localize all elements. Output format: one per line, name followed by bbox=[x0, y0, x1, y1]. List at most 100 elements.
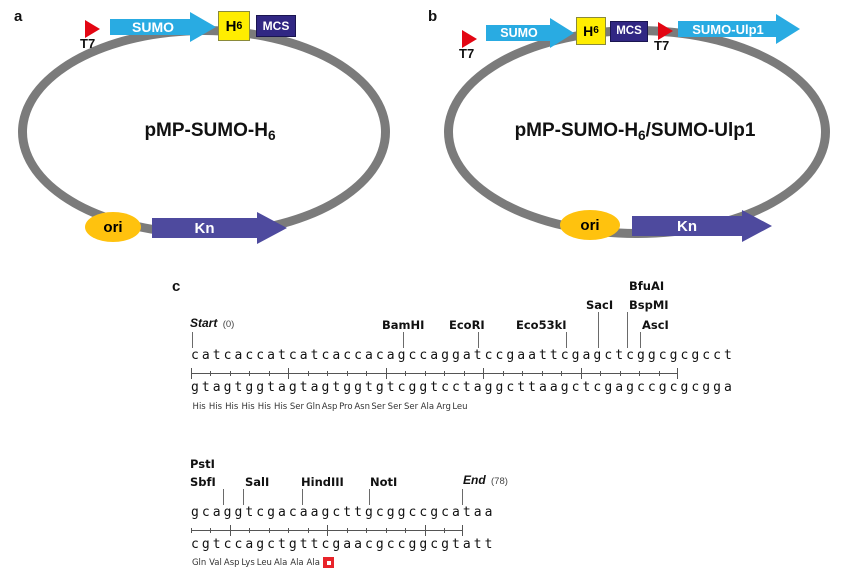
amino-acid: His bbox=[208, 402, 223, 412]
ruler-tick-minor bbox=[600, 371, 601, 376]
ruler-tick-minor bbox=[425, 371, 426, 376]
ori-ellipse-a: ori bbox=[85, 212, 141, 242]
t7-label-b-2: T7 bbox=[654, 38, 670, 53]
amino-acid: Val bbox=[209, 558, 222, 568]
amino-acid: Lys bbox=[241, 558, 255, 568]
kn-arrow-label-b: Kn bbox=[677, 217, 697, 235]
h6-letter-a: H bbox=[225, 17, 237, 35]
enzyme-tick-eco53ki bbox=[566, 332, 567, 348]
enzyme-label-sali: SalI bbox=[245, 475, 270, 489]
ruler-tick-minor bbox=[269, 528, 270, 533]
ruler-tick-major bbox=[191, 368, 192, 379]
amino-acid: Asn bbox=[354, 402, 370, 412]
ruler-tick-minor bbox=[503, 371, 504, 376]
kn-arrow-shape-a bbox=[152, 212, 287, 244]
sumo-ulp1-arrow-shape-b bbox=[678, 14, 800, 44]
start-marker-text: Start bbox=[190, 316, 218, 330]
start-marker-position: (0) bbox=[222, 319, 235, 330]
amino-acid: Leu bbox=[452, 402, 468, 412]
enzyme-label-bspmi: BspMI bbox=[629, 298, 669, 312]
ruler-tick-minor bbox=[405, 528, 406, 533]
plasmid-name-b: pMP-SUMO-H6/SUMO-Ulp1 bbox=[465, 120, 805, 143]
amino-acid: His bbox=[225, 402, 239, 412]
t7-label-b-1: T7 bbox=[459, 46, 475, 61]
enzyme-label-asci: AscI bbox=[642, 318, 669, 332]
start-marker-label: Start (0) bbox=[190, 316, 235, 330]
t7-promoter-arrow-b-2 bbox=[658, 22, 673, 40]
plasmid-name-a: pMP-SUMO-H6 bbox=[110, 120, 310, 143]
ruler-tick-minor bbox=[308, 371, 309, 376]
sequence-block-1: Start (0) BamHI EcoRI Eco53kI SacI BfuAI… bbox=[190, 276, 732, 426]
end-marker-position: (78) bbox=[491, 476, 508, 487]
top-strand-block1: catcaccatcatcaccacagccaggatccgaattcgagct… bbox=[191, 348, 735, 363]
ruler-tick-minor bbox=[288, 528, 289, 533]
kn-marker-arrow-b: Kn bbox=[632, 210, 772, 242]
h6-subscript-b: 6 bbox=[593, 24, 599, 36]
enzyme-tick-saci bbox=[598, 312, 599, 348]
amino-acid: Leu bbox=[256, 558, 272, 568]
amino-acid: Pro bbox=[339, 402, 353, 412]
enzyme-label-bfuai: BfuAI bbox=[629, 279, 665, 293]
plasmid-name-a-pre: pMP-SUMO-H bbox=[144, 120, 268, 141]
ruler-tick-major bbox=[386, 368, 387, 379]
sequence-block-2: PstI SbfI SalI HindIII NotI End (78) gca… bbox=[190, 452, 610, 582]
t7-promoter-arrow-b-1 bbox=[462, 30, 477, 48]
amino-acid: Ala bbox=[273, 558, 288, 568]
ruler-tick-minor bbox=[327, 371, 328, 376]
sumo-arrow-label-a: SUMO bbox=[132, 19, 174, 35]
top-strand-block2: gcaggtcgacaagcttgcggccgcataa bbox=[191, 505, 496, 520]
ruler-tick-minor bbox=[366, 528, 367, 533]
enzyme-label-ecori: EcoRI bbox=[449, 318, 485, 332]
mcs-box-b: MCS bbox=[610, 21, 648, 42]
amino-acid: Asp bbox=[321, 402, 338, 412]
ruler-tick-major bbox=[483, 368, 484, 379]
amino-acid: Arg bbox=[436, 402, 451, 412]
ruler-line-block1 bbox=[191, 373, 677, 374]
sumo-gene-arrow-b: SUMO bbox=[486, 18, 574, 48]
amino-acid: His bbox=[274, 402, 288, 412]
sumo-arrow-shape-a bbox=[110, 12, 216, 42]
stop-codon-marker bbox=[323, 557, 335, 568]
ori-ellipse-b: ori bbox=[560, 210, 620, 240]
amino-acid: Gln bbox=[306, 402, 321, 412]
plasmid-name-a-sub: 6 bbox=[267, 127, 276, 143]
enzyme-label-hindiii: HindIII bbox=[301, 475, 344, 489]
enzyme-tick-psti-sbfi bbox=[223, 489, 224, 505]
ruler-tick-minor bbox=[191, 528, 192, 533]
amino-acid: Asp bbox=[223, 558, 240, 568]
enzyme-label-sbfi: SbfI bbox=[190, 475, 216, 489]
ruler-tick-minor bbox=[308, 528, 309, 533]
panel-letter-c: c bbox=[172, 278, 181, 295]
ruler-tick-major bbox=[581, 368, 582, 379]
end-marker-tick bbox=[462, 489, 463, 505]
amino-acid: Ser bbox=[289, 402, 304, 412]
ruler-tick-minor bbox=[210, 371, 211, 376]
amino-acid: Ala bbox=[420, 402, 435, 412]
kn-arrow-shape-b bbox=[632, 210, 772, 242]
ruler-tick-minor bbox=[542, 371, 543, 376]
ruler-tick-minor bbox=[269, 371, 270, 376]
enzyme-tick-noti bbox=[369, 489, 370, 505]
amino-acid: Ser bbox=[387, 402, 402, 412]
ruler-tick-minor bbox=[366, 371, 367, 376]
ruler-tick-minor bbox=[249, 371, 250, 376]
plasmid-name-b-post: /SUMO-Ulp1 bbox=[645, 120, 756, 141]
bottom-strand-block2: cgtccagctgttcgaacgccggcgtatt bbox=[191, 537, 496, 552]
stop-codon-dot bbox=[326, 560, 331, 565]
sumo-gene-arrow-a: SUMO bbox=[110, 12, 216, 42]
kn-marker-arrow-a: Kn bbox=[152, 212, 287, 244]
ruler-tick-major bbox=[462, 525, 463, 536]
t7-label-a: T7 bbox=[80, 36, 96, 51]
enzyme-tick-ecori bbox=[478, 332, 479, 348]
bottom-strand-block1: gtagtggtagtagtggtgtcggtcctaggcttaagctcga… bbox=[191, 380, 735, 395]
ruler-tick-minor bbox=[561, 371, 562, 376]
ruler-tick-minor bbox=[444, 528, 445, 533]
ruler-tick-minor bbox=[464, 371, 465, 376]
plasmid-name-b-sub: 6 bbox=[638, 127, 646, 143]
enzyme-label-eco53ki: Eco53kI bbox=[516, 318, 567, 332]
end-marker-text: End bbox=[463, 473, 486, 487]
